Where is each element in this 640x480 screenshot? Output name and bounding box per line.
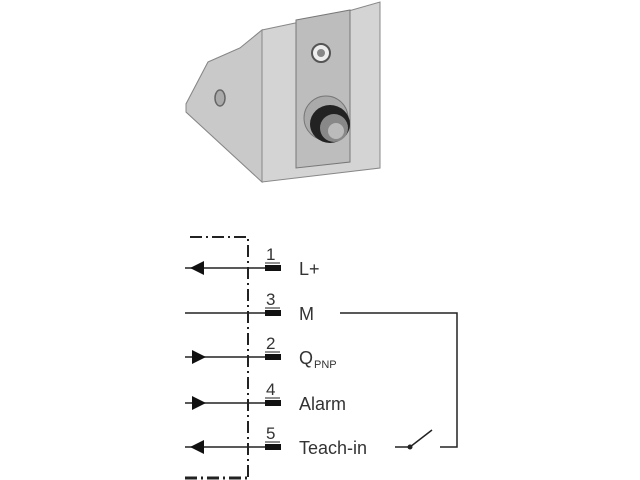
- pin-number: 2: [266, 334, 275, 353]
- housing-boundary: [190, 236, 249, 480]
- pin-label-subscript: PNP: [314, 359, 337, 371]
- m-teach-loop: [340, 312, 458, 448]
- connector-icon: [303, 95, 350, 143]
- pin-label: Alarm: [299, 394, 346, 414]
- pin-row: 1L+: [185, 245, 320, 279]
- pin-number: 1: [266, 245, 275, 264]
- pin-label: M: [299, 304, 314, 324]
- pin-label: Q: [299, 348, 313, 368]
- side-hole-icon: [214, 89, 226, 107]
- device-illustration: [185, 1, 381, 184]
- pin-terminal: [265, 310, 281, 316]
- arrow-left-icon: [190, 261, 204, 275]
- pin-label: Teach-in: [299, 438, 367, 458]
- pin-terminal: [265, 444, 281, 450]
- pin-terminal: [265, 265, 281, 271]
- pin-number: 4: [266, 380, 275, 399]
- arrow-left-icon: [190, 440, 204, 454]
- pin-number: 3: [266, 290, 275, 309]
- pin-terminal: [265, 400, 281, 406]
- pin-number: 5: [266, 424, 275, 443]
- pin-label: L+: [299, 259, 320, 279]
- pin-terminal: [265, 354, 281, 360]
- pin-row: 3M: [185, 290, 314, 324]
- teach-switch-icon: [395, 429, 433, 448]
- arrow-right-icon: [192, 350, 206, 364]
- arrow-right-icon: [192, 396, 206, 410]
